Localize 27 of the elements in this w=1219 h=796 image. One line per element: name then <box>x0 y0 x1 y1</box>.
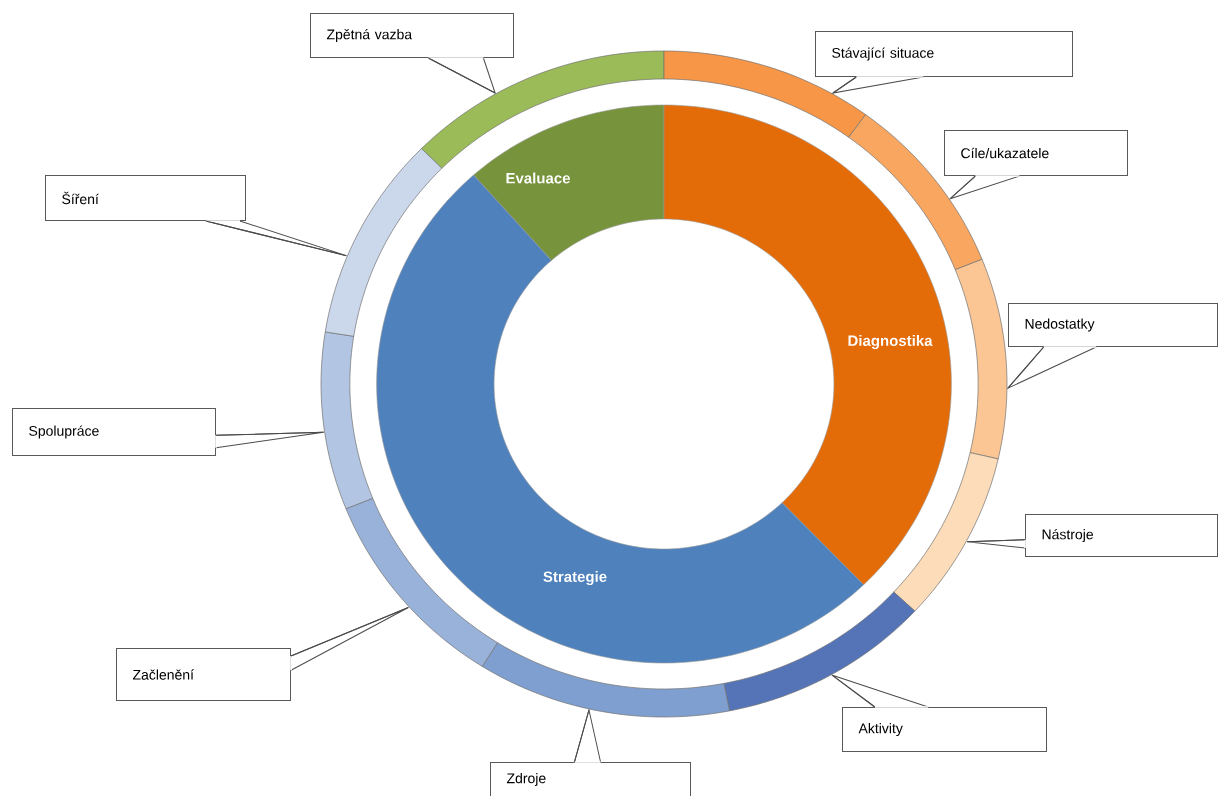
leader-line <box>573 709 590 763</box>
leader-line <box>290 607 409 657</box>
band-segment <box>421 50 665 169</box>
callout: Cíle/ukazatele <box>944 130 1128 200</box>
leader-line <box>205 220 347 257</box>
band-segment <box>954 258 1008 460</box>
ring-segment: Evaluace <box>473 104 665 261</box>
callout: Spolupráce <box>12 408 325 456</box>
leader-line <box>832 76 857 94</box>
band-segment <box>481 642 730 718</box>
callout: Nedostatky <box>1007 303 1218 389</box>
callout: Šíření <box>45 175 347 257</box>
callout: Začlenění <box>116 607 409 701</box>
callout: Zpětná vazba <box>310 13 514 94</box>
callout: Stávající situace <box>815 31 1073 94</box>
band-segment <box>320 331 374 510</box>
ring-segment: Diagnostika <box>663 104 952 585</box>
band-segment <box>723 591 916 712</box>
band-segment <box>893 452 999 612</box>
callout: Aktivity <box>831 674 1047 752</box>
leader-line <box>215 431 325 436</box>
callout: Zdroje <box>490 709 691 796</box>
leader-line <box>966 539 1026 543</box>
callout: Nástroje <box>966 514 1218 557</box>
band-segment <box>345 497 498 667</box>
band-segment <box>324 148 443 337</box>
leader-line <box>949 175 976 200</box>
